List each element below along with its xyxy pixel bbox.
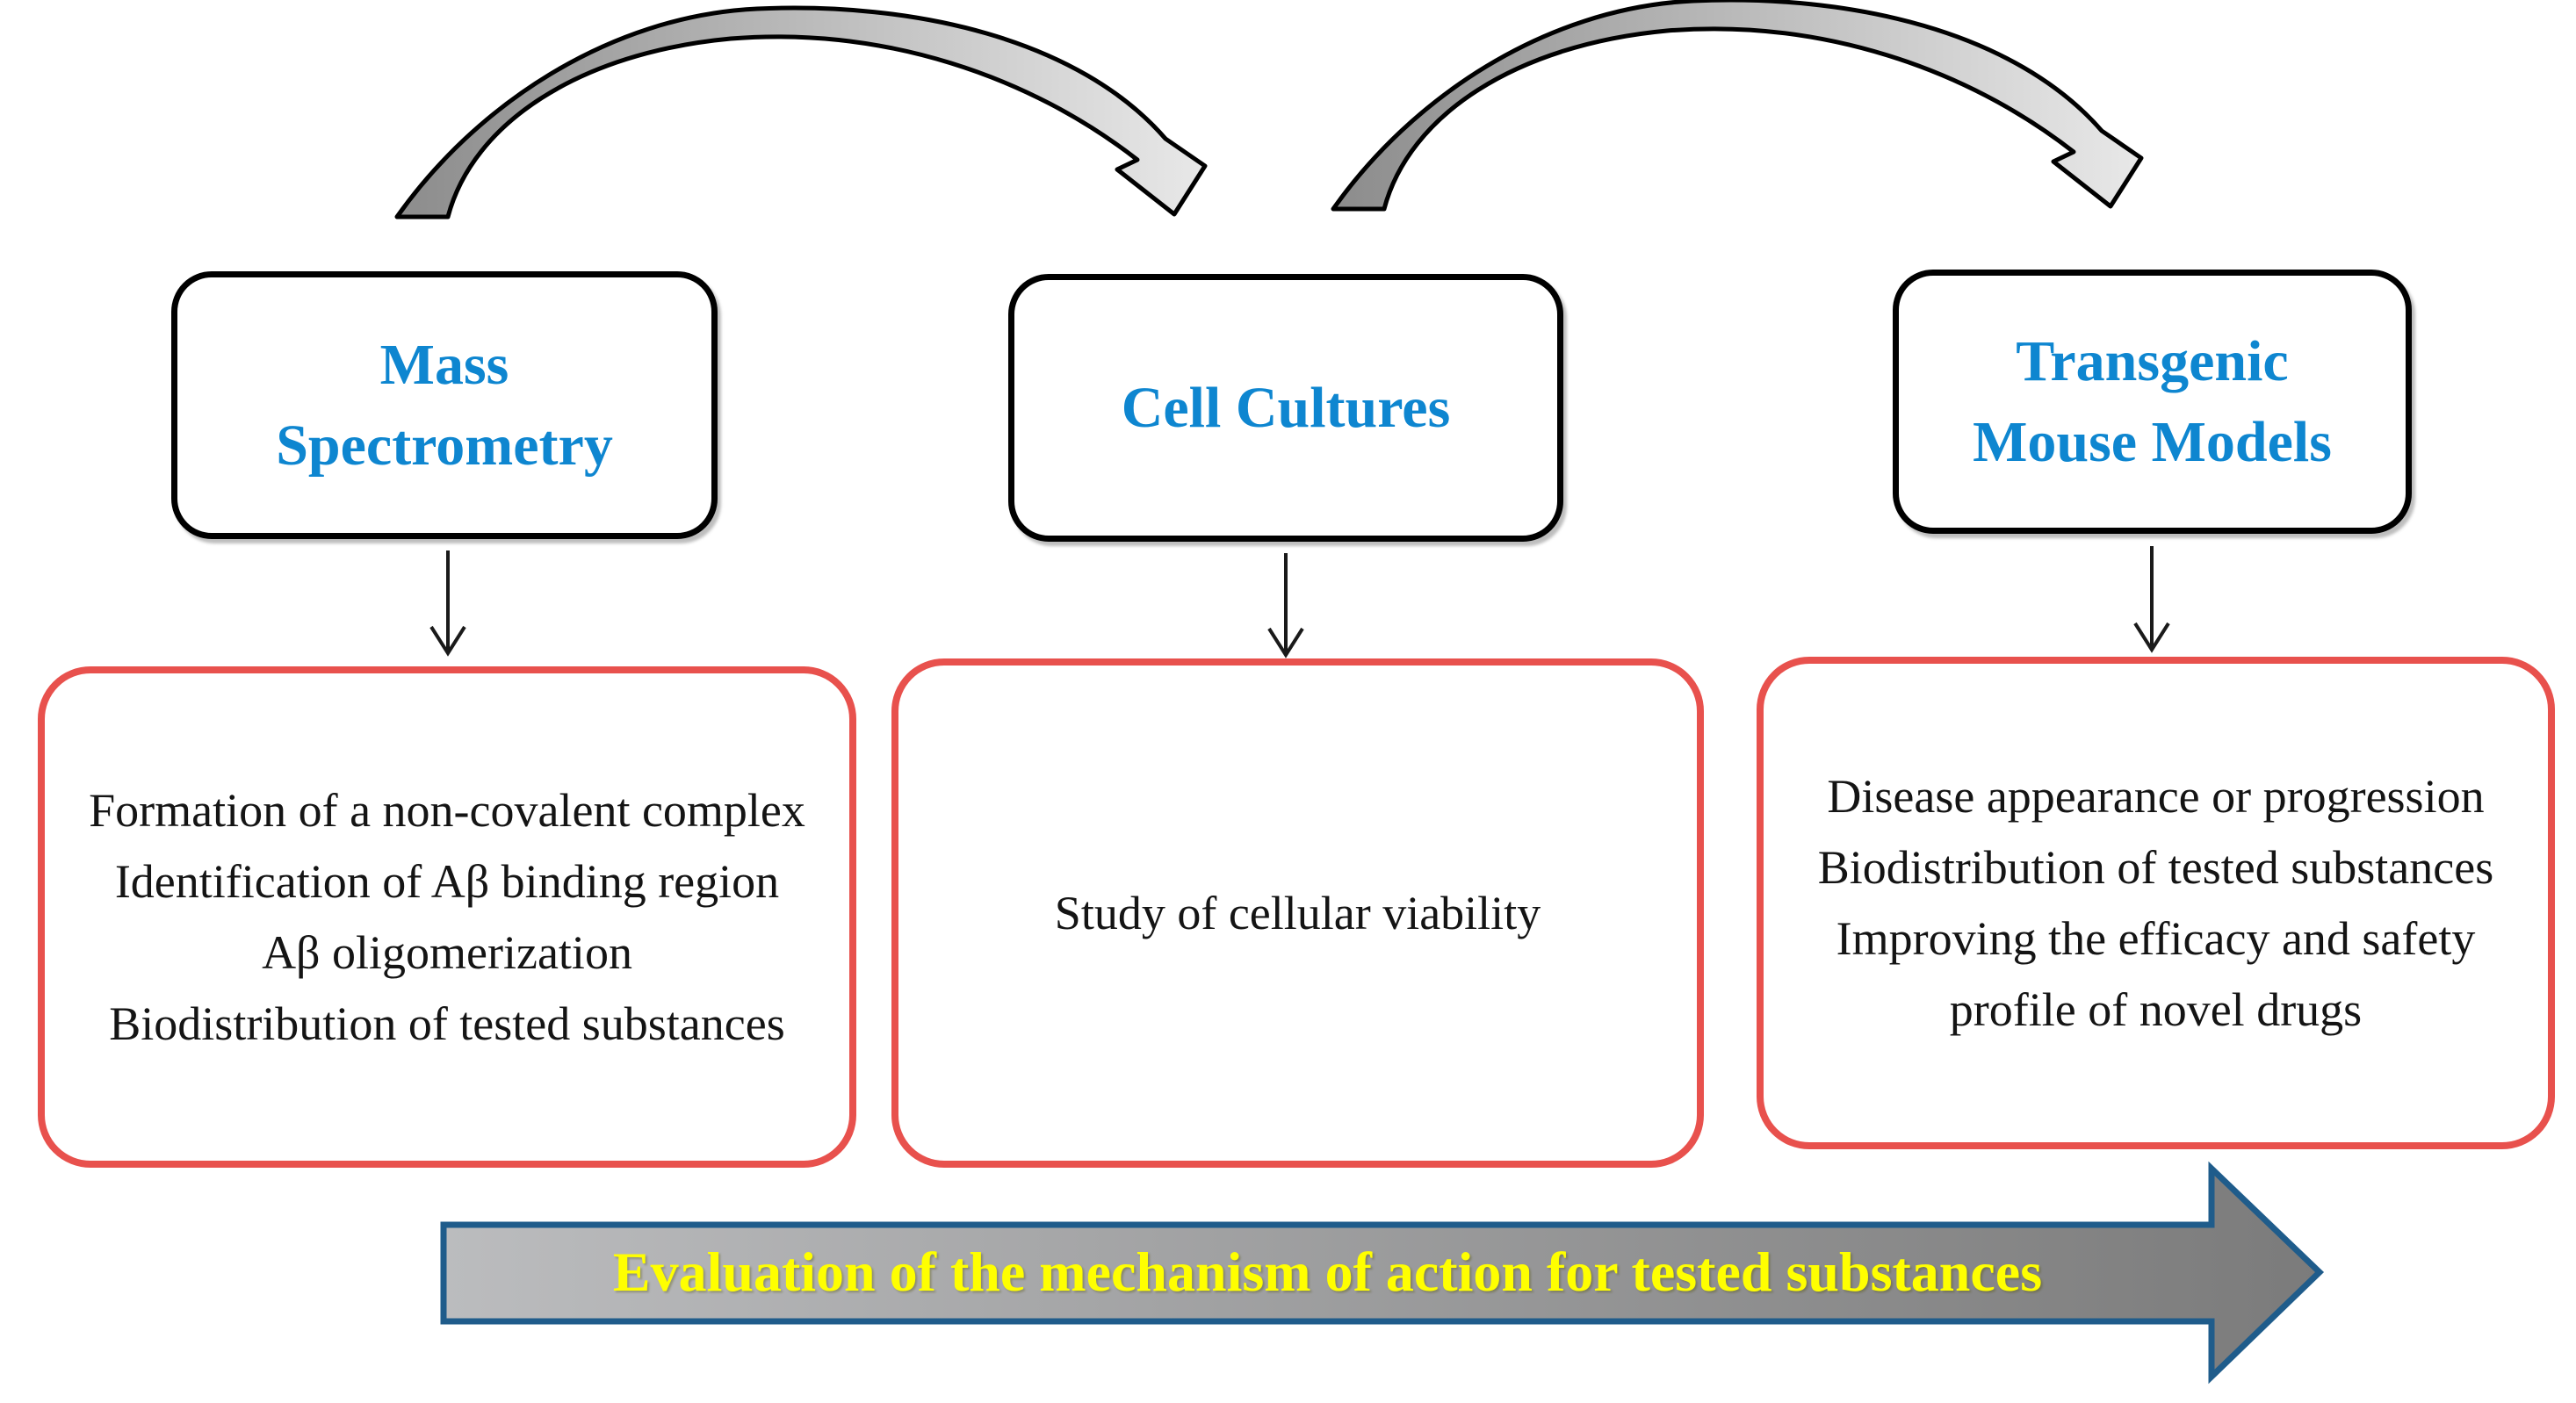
outcome-line: Biodistribution of tested substances (109, 996, 785, 1050)
method-box-cell-cultures: Cell Cultures (1008, 274, 1563, 542)
down-arrow-ms (429, 550, 466, 657)
method-title-line: Mouse Models (1973, 409, 2332, 474)
method-box-transgenic-mouse-models: Transgenic Mouse Models (1893, 270, 2412, 534)
down-arrow-cc (1267, 553, 1304, 658)
outcome-line: Study of cellular viability (1054, 886, 1541, 939)
outcome-line: Identification of Aβ binding region (114, 854, 780, 908)
method-title-line: Mass (379, 333, 509, 398)
curved-arrow-ms-to-cc (394, 5, 1208, 219)
outcome-line: Disease appearance or progression (1827, 769, 2485, 823)
method-title-line: Spectrometry (276, 413, 613, 478)
method-box-mass-spectrometry: Mass Spectrometry (171, 271, 718, 539)
outcome-line: Biodistribution of tested substances (1817, 840, 2494, 894)
down-arrow-tmm (2133, 546, 2170, 653)
outcome-box-cell-cultures: Study of cellular viability (891, 658, 1704, 1168)
method-title-line: Transgenic (2016, 329, 2289, 394)
outcome-box-transgenic-mouse-models: Disease appearance or progression Biodis… (1757, 657, 2555, 1149)
outcome-line: Improving the efficacy and safety profil… (1836, 911, 2476, 1036)
evaluation-banner-label: Evaluation of the mechanism of action fo… (612, 1241, 2043, 1303)
outcome-line: Formation of a non-covalent complex (89, 783, 805, 837)
curved-arrow-cc-to-tmm (1331, 0, 2144, 212)
outcome-box-mass-spectrometry: Formation of a non-covalent complex Iden… (38, 666, 856, 1168)
method-title-line: Cell Cultures (1121, 375, 1451, 440)
outcome-line: Aβ oligomerization (262, 925, 632, 979)
banner-arrow (440, 1161, 2325, 1385)
